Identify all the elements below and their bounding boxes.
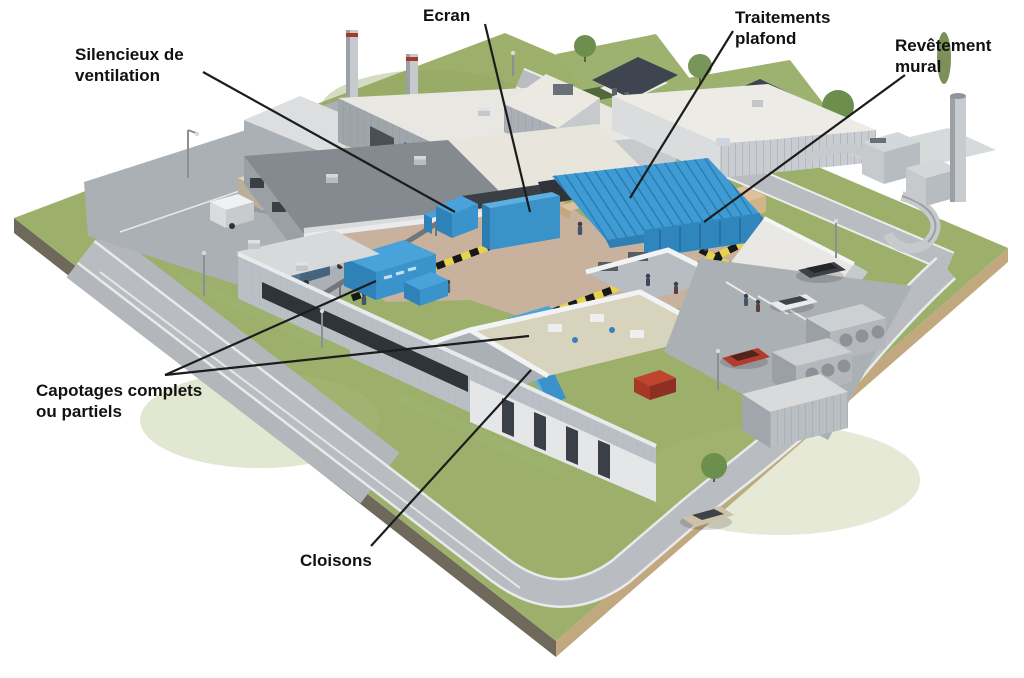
acoustic-screen: [482, 192, 560, 250]
low-roof: [236, 230, 380, 278]
annotation-revetement-line2: mural: [895, 57, 942, 76]
leader-capotages-1: [164, 279, 377, 377]
road-line: [99, 271, 521, 589]
leader-silencieux: [202, 71, 456, 213]
leader-ecran: [483, 23, 532, 213]
annotation-traitements-line2: plafond: [735, 29, 797, 48]
rooftop-ac-unit: [478, 108, 490, 116]
annotation-traitements: Traitements plafond: [735, 7, 830, 49]
work-table: [548, 324, 562, 332]
hall-opening: [462, 184, 552, 210]
tall-window: [598, 440, 610, 479]
annotation-silencieux: Silencieux de ventilation: [75, 44, 184, 86]
equipment-shed: [742, 374, 848, 448]
bottom-wing-wall: [180, 230, 657, 502]
red-car: [720, 348, 770, 369]
suv-car: [796, 262, 846, 283]
leader-revetement: [703, 74, 906, 223]
rooftop-ac-unit: [414, 156, 426, 165]
tall-window: [534, 412, 546, 451]
tall-window: [566, 426, 578, 465]
annotation-capotages: Capotages complets ou partiels: [36, 380, 202, 422]
pedestrian: [755, 299, 761, 312]
annotation-silencieux-line2: ventilation: [75, 66, 161, 85]
light-pole: [510, 50, 516, 76]
ventilation-silencer: [424, 196, 478, 238]
grass-strip: [180, 272, 350, 362]
annotation-ecran-line1: Ecran: [423, 6, 471, 25]
light-poles: [187, 50, 839, 390]
conifer-tree: [937, 32, 951, 84]
annotation-cloisons-line1: Cloisons: [300, 551, 372, 570]
rooftop-ac-unit: [326, 174, 338, 183]
leader-cloisons: [370, 369, 532, 547]
pedestrian: [743, 293, 749, 306]
wall-ac-unit: [248, 240, 260, 249]
machine-enclosure-large: [344, 240, 448, 306]
leader-traitements: [629, 30, 734, 199]
annotation-ecran: Ecran: [423, 5, 470, 26]
annotation-cloisons: Cloisons: [300, 550, 372, 571]
light-pole: [833, 218, 839, 258]
tall-window: [502, 398, 514, 437]
light-pole: [201, 250, 207, 296]
truck-cab: [210, 194, 254, 210]
work-table: [590, 314, 604, 322]
work-table: [630, 330, 644, 338]
rooftop-unit: [553, 84, 573, 95]
wall-top-edge: [237, 252, 657, 448]
wall-vent: [272, 202, 286, 212]
annotation-revetement-line1: Revêtement: [895, 36, 992, 55]
ring-road: [78, 242, 955, 606]
acoustic-treatments: [344, 158, 766, 406]
wall-covering-blue: [644, 213, 760, 258]
red-machine: [634, 370, 676, 400]
light-pole: [187, 129, 200, 178]
annotation-silencieux-line1: Silencieux de: [75, 45, 184, 64]
exhaust-stack: [950, 93, 966, 202]
leader-lines: [164, 23, 906, 547]
white-car: [770, 294, 818, 313]
wall-ac-unit: [296, 262, 308, 271]
light-pole: [319, 308, 325, 348]
rooftop-ac-unit: [752, 100, 763, 107]
annotation-capotages-line2: ou partiels: [36, 402, 122, 421]
light-pole: [715, 348, 721, 390]
wall-vent: [250, 178, 264, 188]
industrial-equipment: [803, 93, 996, 254]
beige-car: [680, 506, 734, 530]
annotation-capotages-line1: Capotages complets: [36, 381, 203, 400]
round-bush: [701, 453, 727, 479]
parking-lot: [664, 258, 912, 482]
annotation-revetement: Revêtement mural: [895, 35, 991, 77]
skylight: [716, 138, 730, 146]
equipment: [572, 337, 578, 343]
annotation-traitements-line1: Traitements: [735, 8, 831, 27]
grass-strip: [400, 392, 560, 478]
equipment: [609, 327, 615, 333]
leader-capotages-2: [164, 334, 530, 377]
long-white-building: [612, 84, 876, 178]
